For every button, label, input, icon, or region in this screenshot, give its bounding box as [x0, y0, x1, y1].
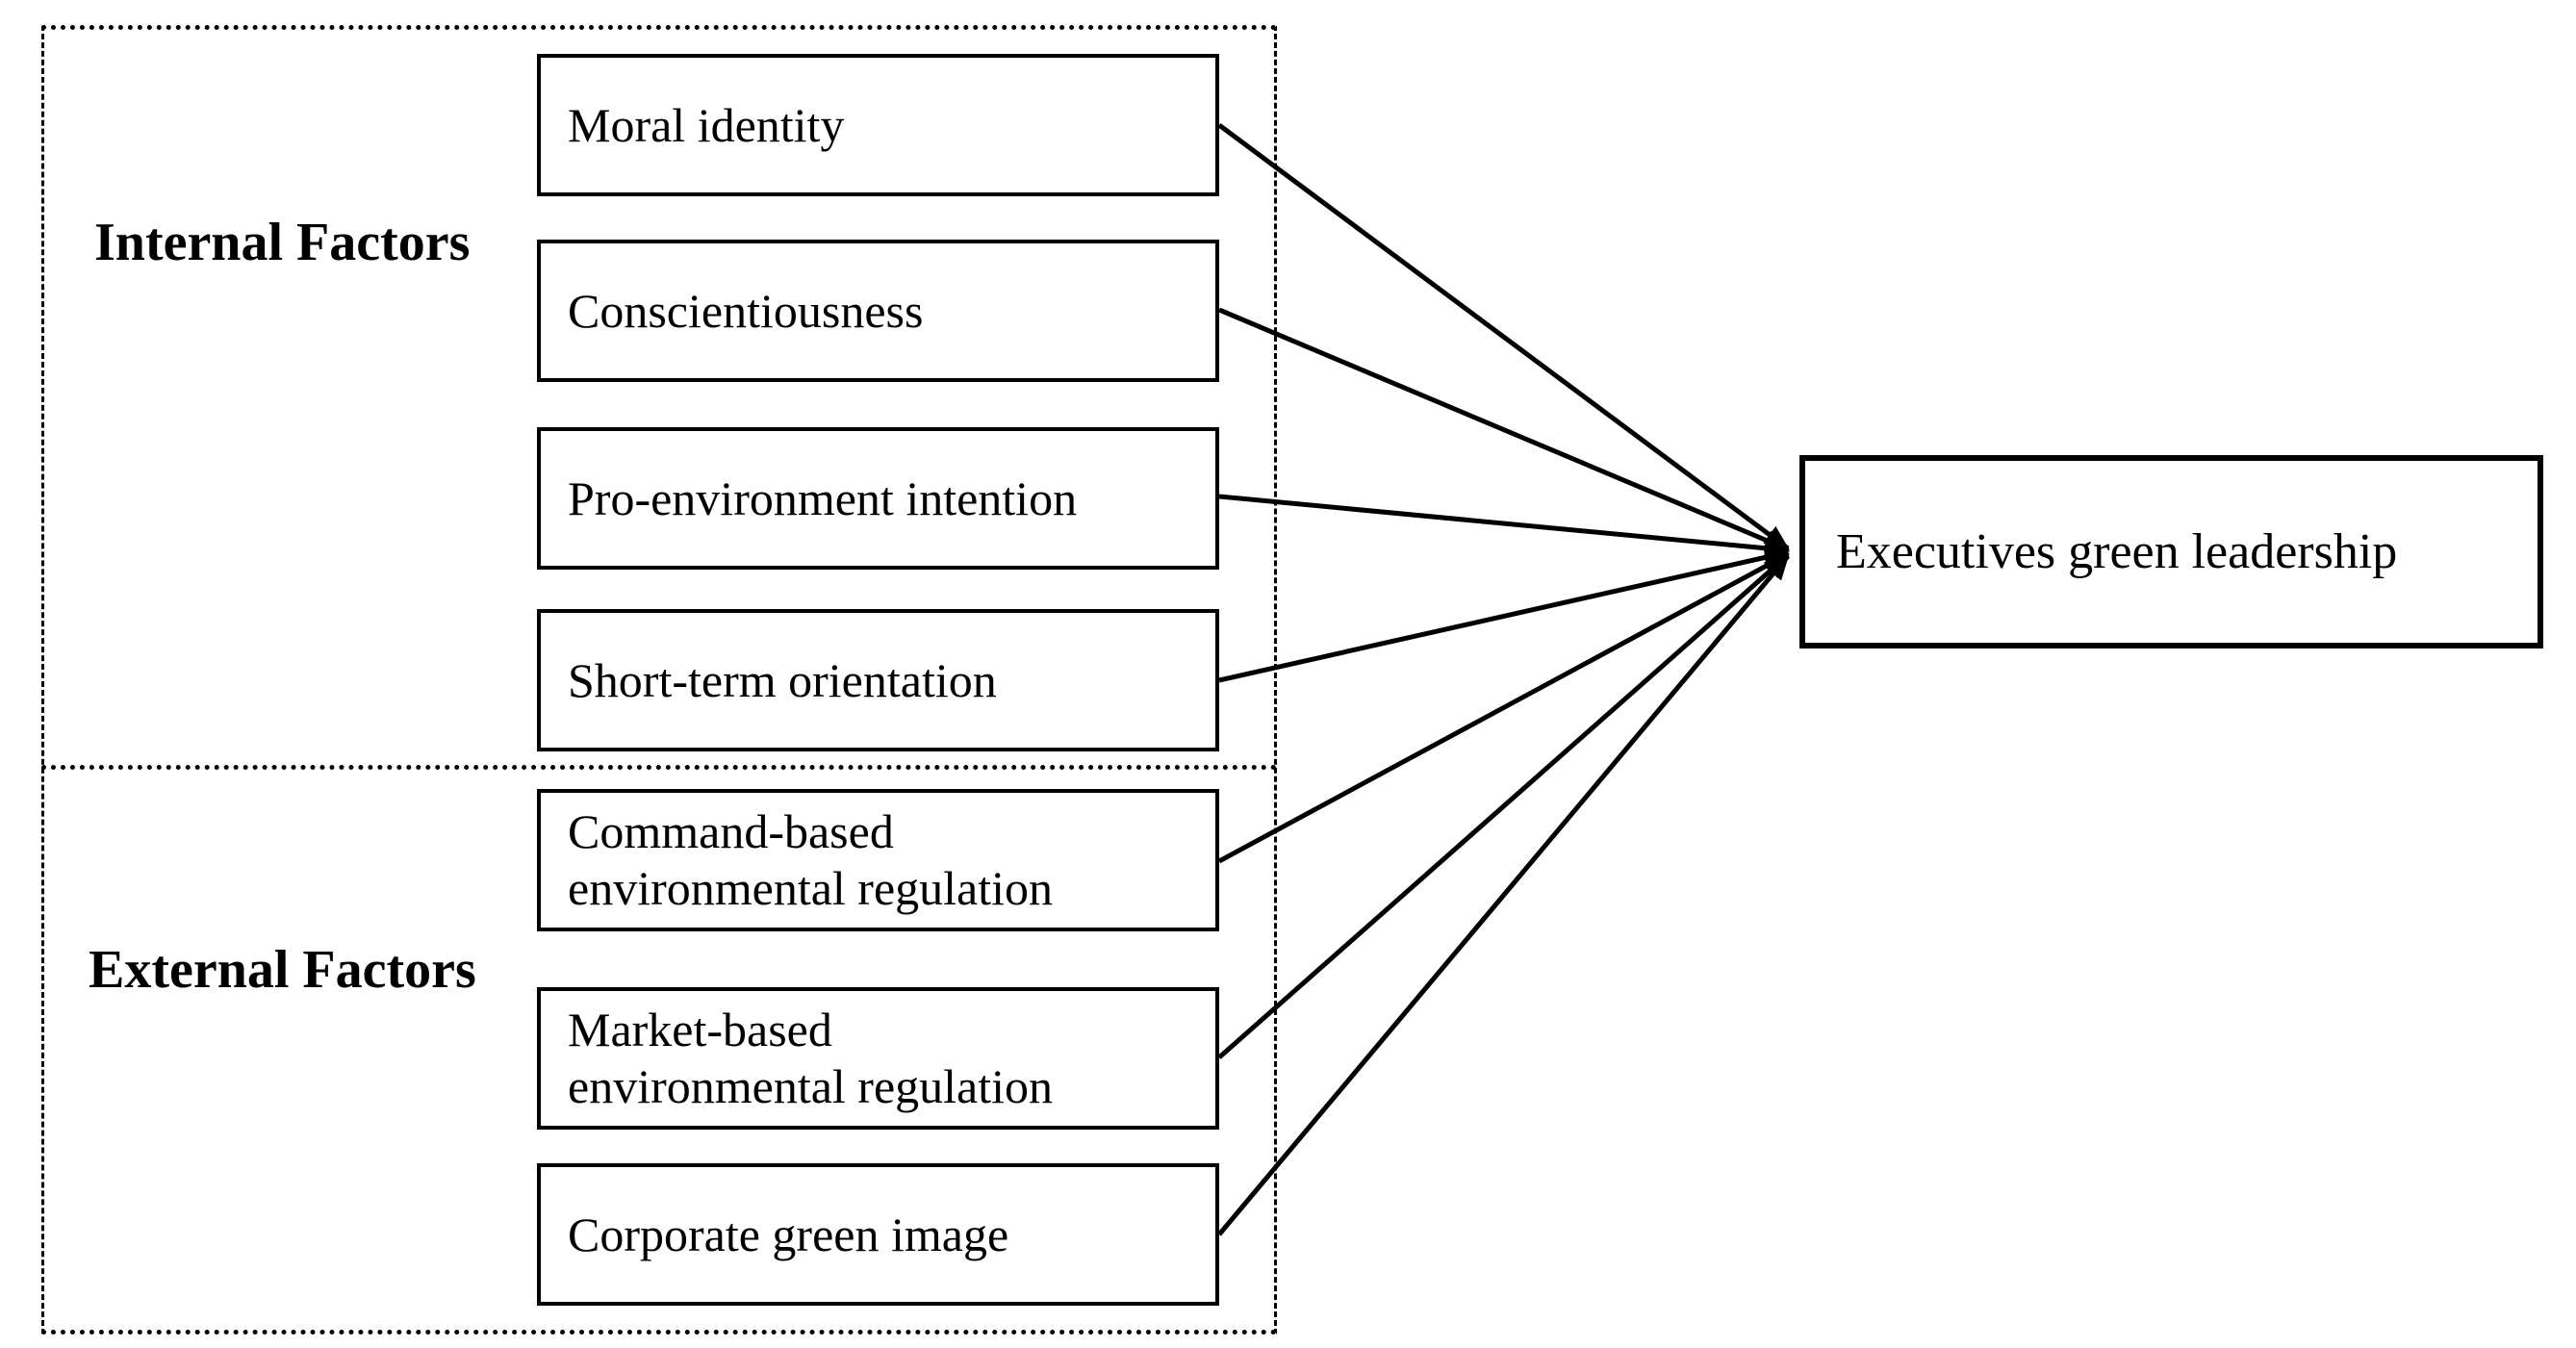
connector-pro-environment-intention [1218, 494, 1790, 559]
connector-market-based-regulation [1217, 553, 1790, 1059]
factor-box-short-term-orientation: Short-term orientation [537, 609, 1219, 751]
factor-box-conscientiousness: Conscientiousness [537, 240, 1219, 382]
connector-command-based-regulation [1217, 551, 1790, 864]
outcome-box-executives-green-leadership: Executives green leadership [1799, 455, 2543, 649]
connector-short-term-orientation [1218, 547, 1790, 683]
external-factors-label: External Factors [89, 940, 476, 1000]
internal-factors-label: Internal Factors [94, 213, 471, 272]
factor-box-corporate-green-image: Corporate green image [537, 1163, 1219, 1306]
factor-box-pro-environment-intention: Pro-environment intention [537, 427, 1219, 570]
connector-conscientiousness [1218, 307, 1790, 552]
connector-corporate-green-image [1217, 554, 1790, 1236]
connector-moral-identity [1217, 122, 1790, 551]
factor-box-moral-identity: Moral identity [537, 54, 1219, 196]
factor-box-market-based-regulation: Market-based environmental regulation [537, 987, 1219, 1130]
group-divider [41, 765, 1277, 770]
factor-box-command-based-regulation: Command-based environmental regulation [537, 789, 1219, 931]
